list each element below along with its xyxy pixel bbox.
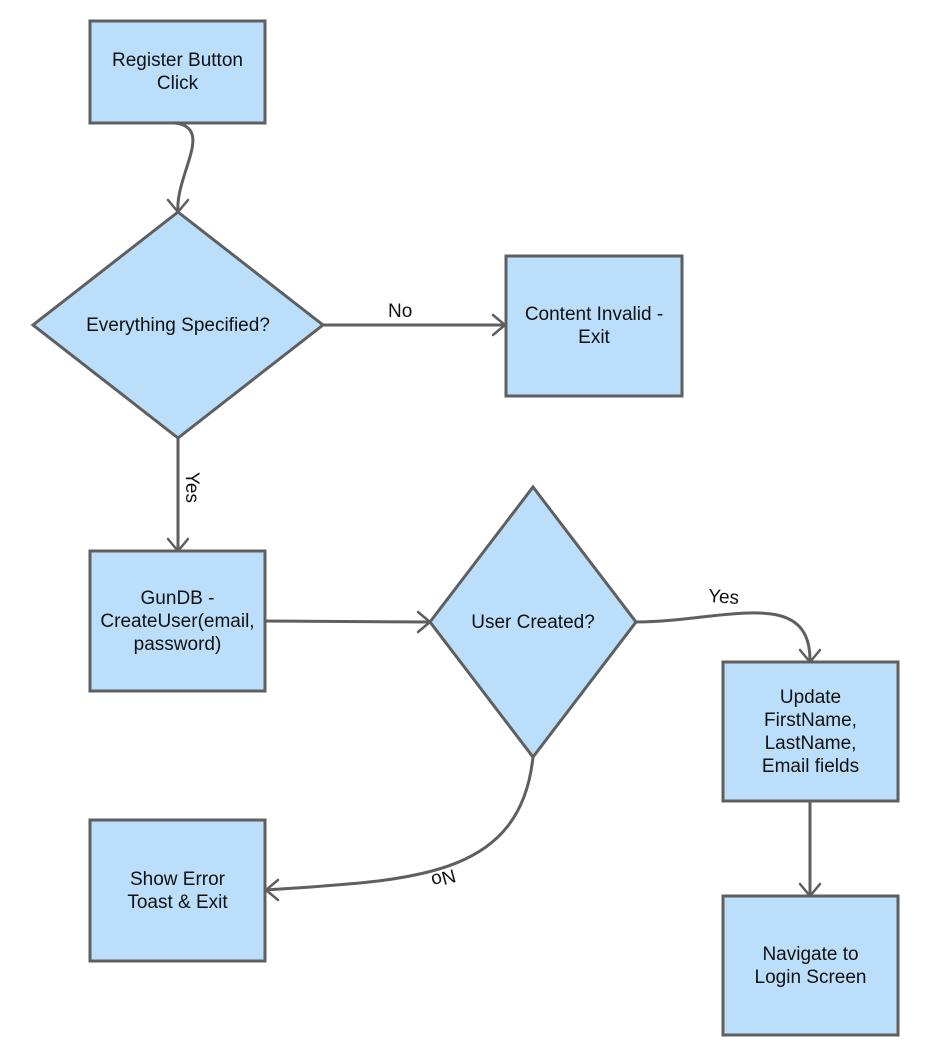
node-navigate-login[interactable] — [721, 894, 900, 1037]
node-update-fields[interactable] — [721, 660, 900, 803]
node-content-invalid[interactable] — [504, 254, 684, 398]
node-show-error[interactable] — [88, 818, 267, 963]
node-everything-specified[interactable] — [30, 210, 326, 440]
node-register-click[interactable] — [88, 19, 267, 125]
edge-register-to-specified — [174, 121, 195, 213]
edge-create-to-usercreated — [264, 619, 431, 624]
edge-label-specified-yes: Yes — [181, 472, 202, 503]
node-user-created[interactable] — [428, 484, 638, 760]
edge-label-created-yes: Yes — [707, 585, 740, 610]
edge-usercreated-yes — [635, 611, 812, 661]
edge-usercreated-no — [265, 756, 535, 892]
node-create-user[interactable] — [88, 549, 267, 693]
edge-label-specified-no: No — [388, 301, 413, 322]
